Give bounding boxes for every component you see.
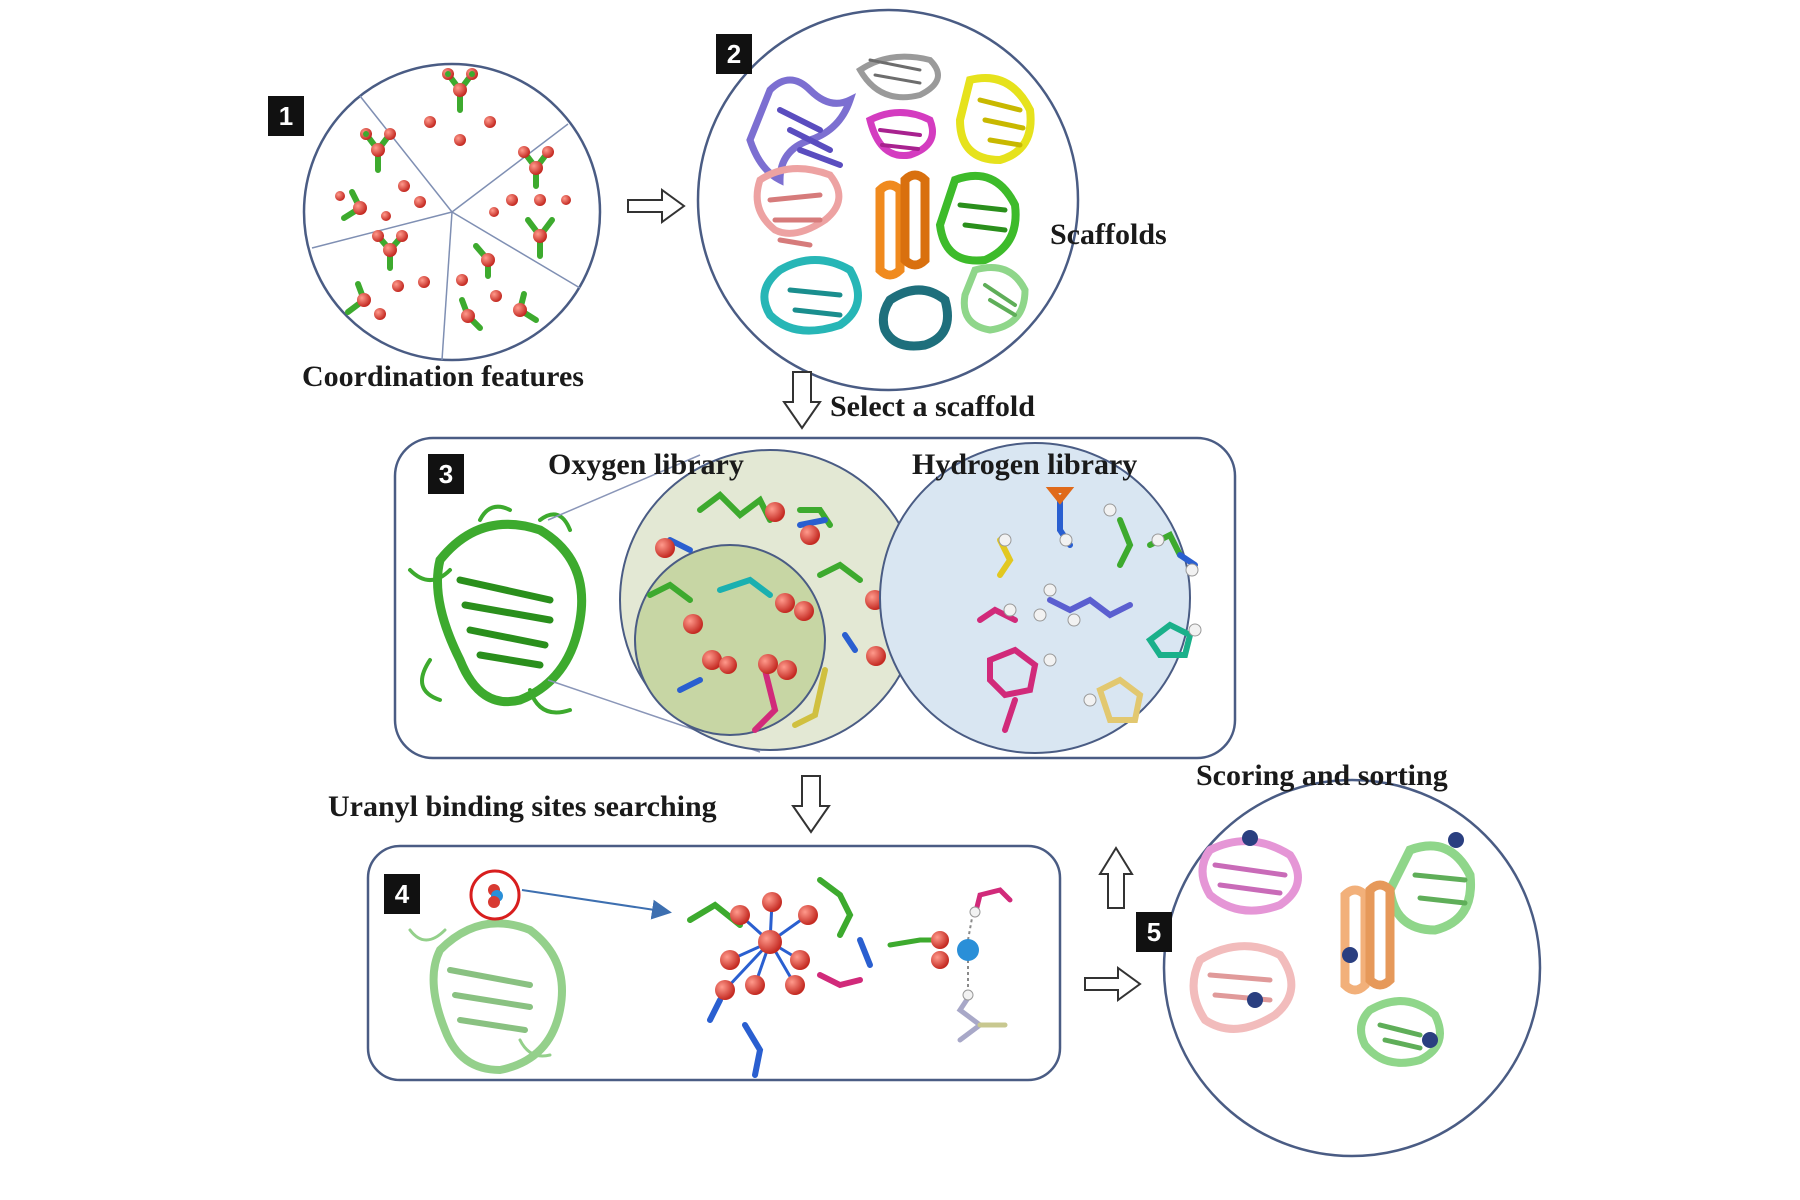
uranyl-complex [687,877,873,1078]
step1-coordination-panel: 1 Coordination features [268,62,602,393]
binding-sites-searching-label: Uranyl binding sites searching [328,790,717,823]
arrow-1-to-2 [627,188,686,224]
step5-badge-number: 5 [1147,917,1161,947]
step3-badge [428,454,464,494]
select-scaffold-label: Select a scaffold [830,390,1035,423]
hydrogen-library-circle [879,442,1191,754]
detail-oxygen-1 [931,931,949,949]
zoom-arrow [521,889,672,920]
step5-uranyl-sites [1242,830,1464,1048]
detail-hydrogen-2 [962,989,974,1001]
step2-badge-number: 2 [727,39,741,69]
step5-badge [1136,912,1172,952]
detail-uranium-atom [957,939,979,961]
hydrogen-atoms [998,503,1202,707]
site-oxygen-atom-2 [488,896,500,908]
oxygen-library-label: Oxygen library [548,448,744,481]
step1-coordination-molecules [335,68,571,331]
step1-badge-number: 1 [279,101,293,131]
step5-circle [1162,778,1542,1158]
step2-badge [716,34,752,74]
scaffolds-label: Scaffolds [1050,218,1167,251]
complex-center-atom [758,930,782,954]
hydrogen-library-residues [977,487,1198,733]
step4-badge [384,874,420,914]
detail-hydrogen-1 [969,906,981,918]
oxygen-library-inner-circle [634,544,826,736]
step4-scaffold [408,919,566,1075]
hbond-lines [967,917,973,990]
step4-box [366,844,1062,1082]
step4-search-panel: 4 [366,844,1062,1082]
step2-circle [696,8,1080,392]
oxygen-atoms [655,502,886,680]
arrow-3-to-4 [791,775,831,834]
hydrogen-library-label: Hydrogen library [912,448,1137,481]
step2-scaffolds-panel: 2 Scaffolds [696,8,1167,392]
step2-protein-scaffolds [746,53,1035,351]
oxygen-library-residues [647,491,863,733]
arrow-4-to-5 [1084,966,1142,1002]
coordination-features-label: Coordination features [302,360,584,393]
detail-oxygen-2 [931,951,949,969]
step1-badge [268,96,304,136]
complex-oxygen-atoms [715,892,818,1000]
step4-badge-number: 4 [395,879,410,909]
step3-selected-scaffold [408,504,587,715]
step5-scoring-panel: 5 Scoring and sorting [1136,759,1542,1158]
arrow-up-scoring [1098,846,1134,909]
binding-site-highlight [469,869,521,921]
arrow-2-to-3 [782,371,822,430]
step5-ranked-scaffolds [1189,837,1476,1067]
step1-sector-dividers [311,95,581,361]
step3-library-panel: 3 [393,436,1237,760]
scoring-sorting-label: Scoring and sorting [1196,759,1448,792]
step3-badge-number: 3 [439,459,453,489]
